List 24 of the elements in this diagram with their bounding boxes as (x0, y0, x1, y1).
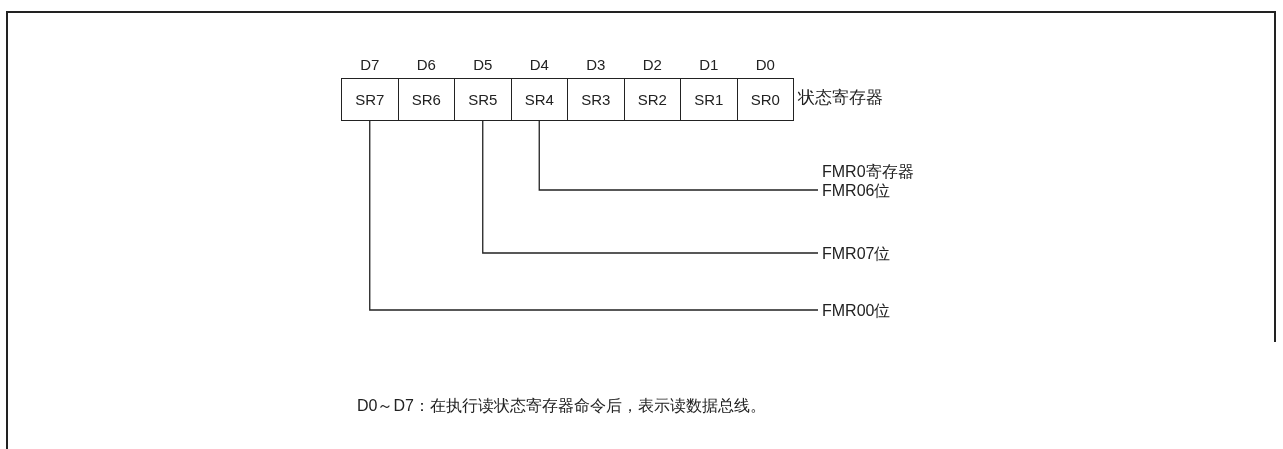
register-bit-cell: SR6 (397, 78, 455, 121)
bit-number-label: D7 (360, 56, 380, 74)
bit-name-text: FMR0寄存器 (822, 162, 914, 181)
leader-line (369, 120, 819, 311)
bit-number-label: D3 (586, 56, 606, 74)
register-bit-cell: SR0 (736, 78, 794, 121)
footnote-text: D0～D7：在执行读状态寄存器命令后，表示读数据总线。 (357, 397, 766, 415)
register-bit-cell: SR5 (454, 78, 512, 121)
register-bit-cell: SR1 (680, 78, 738, 121)
register-bit-cell: SR3 (567, 78, 625, 121)
bit-name-text: FMR07位 (822, 244, 891, 263)
register-bit-cell: SR7 (341, 78, 399, 121)
bit-number-label: D5 (473, 56, 493, 74)
register-bit-cell: SR2 (623, 78, 681, 121)
bit-number-label: D1 (699, 56, 719, 74)
register-bit-cell: SR4 (510, 78, 568, 121)
bit-number-label: D4 (529, 56, 549, 74)
leader-line (538, 120, 819, 191)
bit-number-label: D6 (416, 56, 436, 74)
bit-name-text: FMR00位 (822, 301, 891, 320)
bit-number-label: D0 (755, 56, 775, 74)
bit-number-label: D2 (642, 56, 662, 74)
bit-name-text: FMR06位 (822, 181, 892, 200)
leader-line (482, 120, 819, 254)
